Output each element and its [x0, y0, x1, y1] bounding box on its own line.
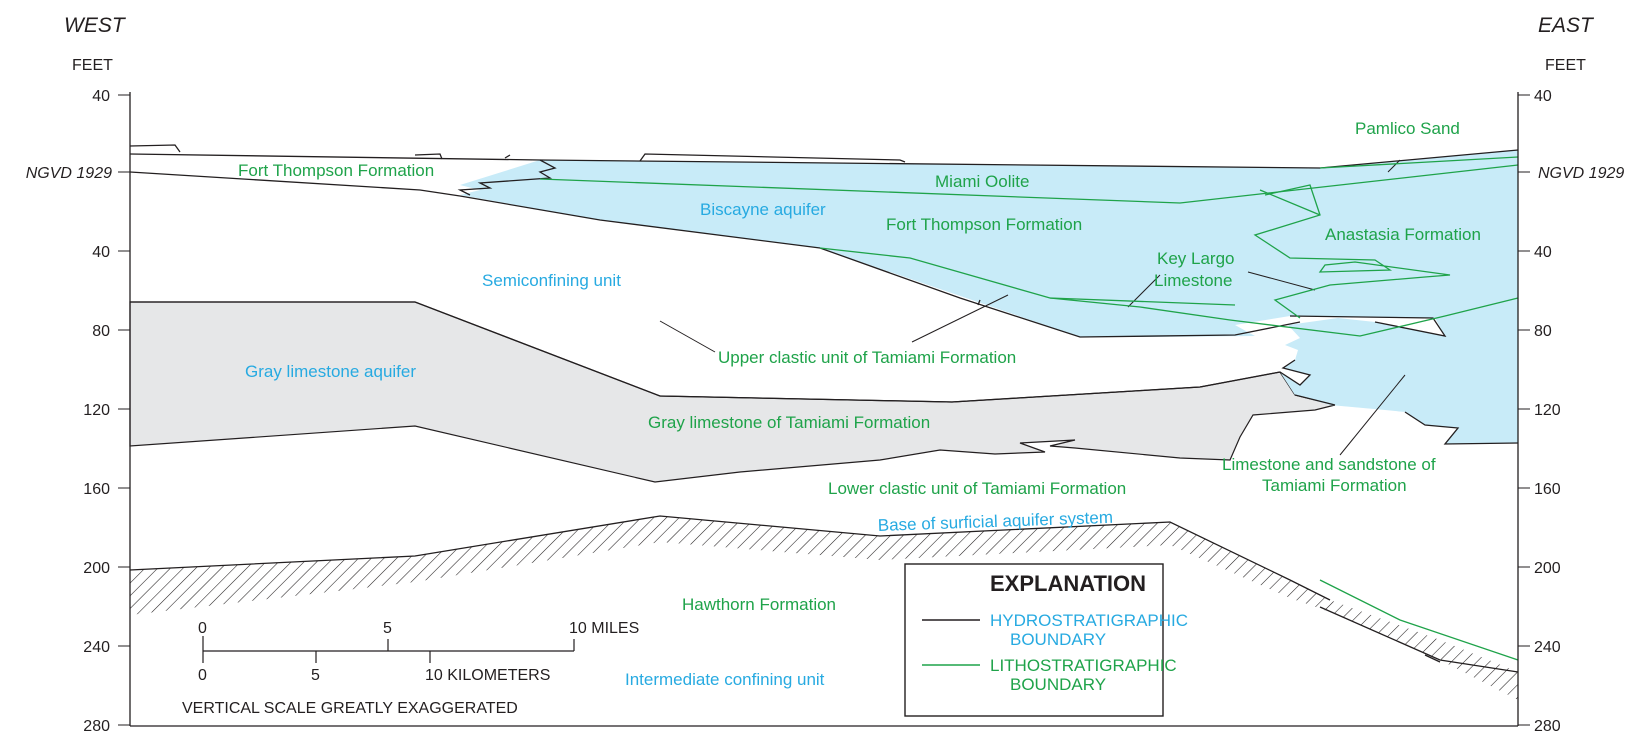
tick-left-0: 40	[92, 88, 110, 105]
label-anastasia: Anastasia Formation	[1325, 225, 1481, 244]
tick-right-3: 80	[1534, 323, 1552, 340]
label-gray-aquifer: Gray limestone aquifer	[245, 362, 416, 381]
hawthorn-hatch-band	[130, 516, 1518, 700]
tick-left-3: 80	[92, 323, 110, 340]
litho-legend-label-1: LITHOSTRATIGRAPHIC	[990, 656, 1177, 675]
tick-left-4: 120	[83, 402, 110, 419]
tick-left-1: NGVD 1929	[26, 165, 112, 182]
tick-right-4: 120	[1534, 402, 1561, 419]
label-lower-clastic: Lower clastic unit of Tamiami Formation	[828, 479, 1126, 498]
tick-right-7: 240	[1534, 639, 1561, 656]
hydro-boundaries	[129, 144, 1519, 673]
label-miami-oolite: Miami Oolite	[935, 172, 1029, 191]
explanation-box: EXPLANATION HYDROSTRATIGRAPHIC BOUNDARY …	[904, 563, 1188, 717]
label-fort-thompson-west: Fort Thompson Formation	[238, 161, 434, 180]
left-ticks: 40 NGVD 1929 40 80 120 160 200 240 280	[26, 88, 130, 732]
scale-bar: 0 5 10 MILES 0 5 10 KILOMETERS VERTICAL …	[182, 620, 639, 717]
label-base-surficial: Base of surficial aquifer system	[877, 508, 1113, 535]
tick-left-7: 240	[83, 639, 110, 656]
scale-km-0: 0	[198, 667, 207, 684]
label-pamlico-sand: Pamlico Sand	[1355, 119, 1460, 138]
tick-right-6: 200	[1534, 560, 1561, 577]
vertical-scale-note: VERTICAL SCALE GREATLY EXAGGERATED	[182, 700, 518, 717]
scale-miles-0: 0	[198, 620, 207, 637]
biscayne-aquifer-area	[460, 150, 1518, 444]
scale-km-5: 5	[311, 667, 320, 684]
label-upper-clastic: Upper clastic unit of Tamiami Formation	[718, 348, 1016, 367]
litho-boundaries	[539, 156, 1519, 661]
explanation-title: EXPLANATION	[990, 571, 1146, 596]
tick-left-2: 40	[92, 244, 110, 261]
label-key-largo-1: Key Largo	[1157, 249, 1235, 268]
tick-right-5: 160	[1534, 481, 1561, 498]
east-label: EAST	[1538, 14, 1595, 37]
tick-right-0: 40	[1534, 88, 1552, 105]
scale-miles-10: 10 MILES	[569, 620, 639, 637]
tick-left-8: 280	[83, 718, 110, 732]
label-ls-sandstone-2: Tamiami Formation	[1262, 476, 1407, 495]
litho-legend-label-2: BOUNDARY	[1010, 675, 1106, 694]
label-ls-sandstone-1: Limestone and sandstone of	[1222, 455, 1436, 474]
scale-miles-5: 5	[383, 620, 392, 637]
units-left: FEET	[72, 57, 113, 74]
tick-right-1: NGVD 1929	[1538, 165, 1624, 182]
tick-right-2: 40	[1534, 244, 1552, 261]
hydro-legend-label-2: BOUNDARY	[1010, 630, 1106, 649]
tick-left-5: 160	[83, 481, 110, 498]
units-right: FEET	[1545, 57, 1586, 74]
west-label: WEST	[64, 14, 127, 37]
label-gray-limestone: Gray limestone of Tamiami Formation	[648, 413, 930, 432]
label-hawthorn: Hawthorn Formation	[682, 595, 836, 614]
tick-right-8: 280	[1534, 718, 1561, 732]
hydro-legend-label-1: HYDROSTRATIGRAPHIC	[990, 611, 1188, 630]
right-ticks: 40 NGVD 1929 40 80 120 160 200 240 280	[1518, 88, 1624, 732]
scale-km-10: 10 KILOMETERS	[425, 667, 550, 684]
tick-left-6: 200	[83, 560, 110, 577]
label-biscayne-aquifer: Biscayne aquifer	[700, 200, 826, 219]
label-key-largo-2: Limestone	[1154, 271, 1232, 290]
label-fort-thompson-mid: Fort Thompson Formation	[886, 215, 1082, 234]
label-semiconfining: Semiconfining unit	[482, 271, 621, 290]
label-intermediate: Intermediate confining unit	[625, 670, 825, 689]
